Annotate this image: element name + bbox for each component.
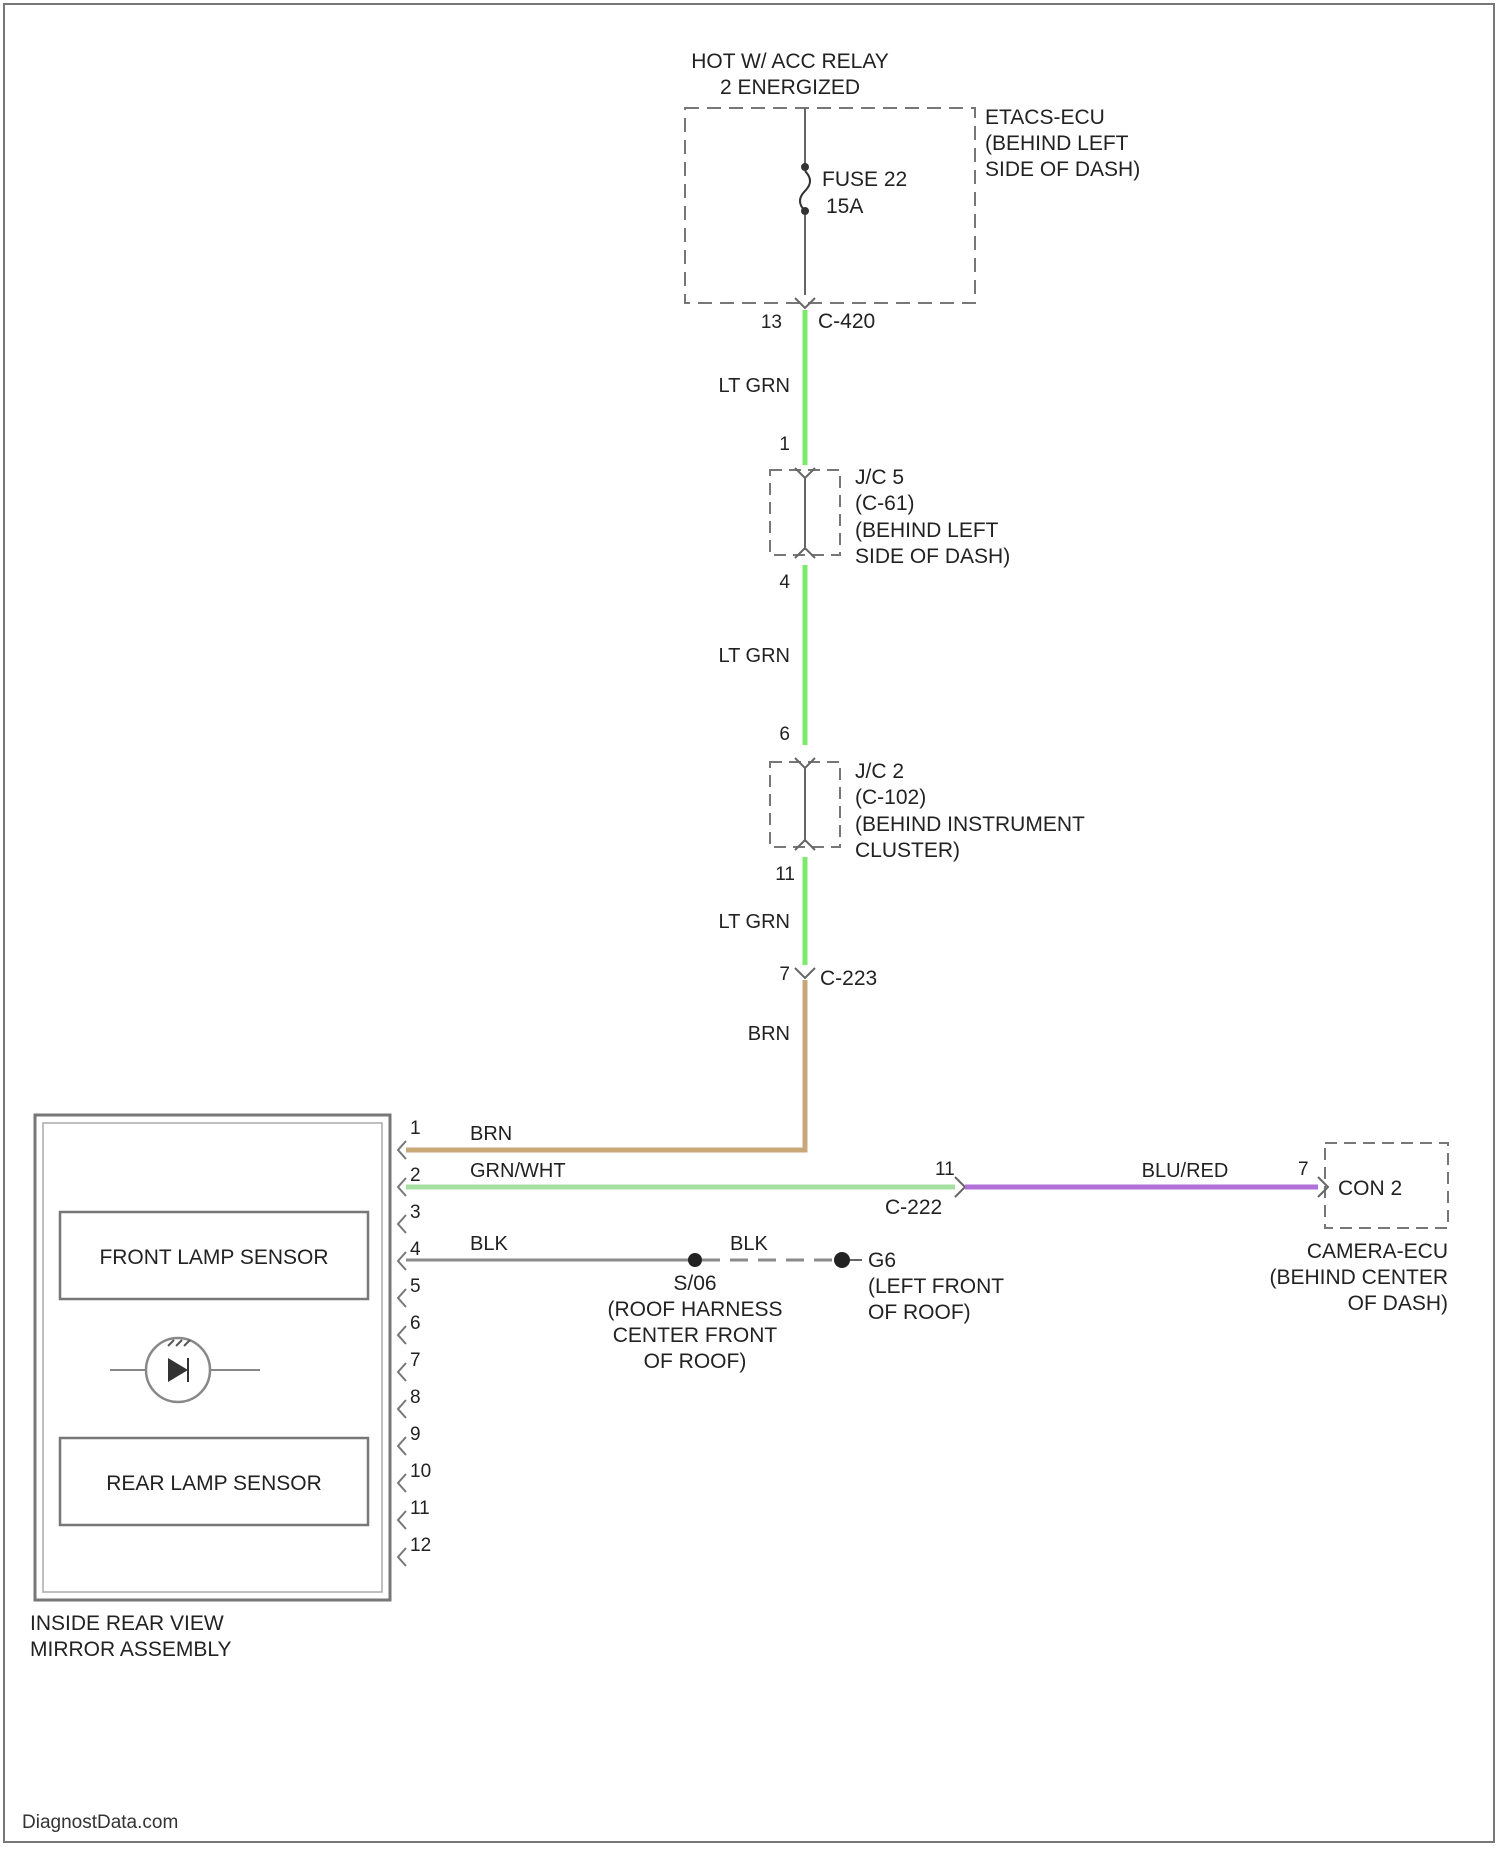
ground-name: G6 — [868, 1249, 896, 1272]
wire-label-lt-grn-2: LT GRN — [719, 645, 791, 667]
site-credit: DiagnostData.com — [22, 1812, 178, 1833]
wire-label-blu-red: BLU/RED — [1142, 1160, 1229, 1182]
jc2-pin-out: 11 — [775, 864, 795, 885]
mirror-pin-number: 8 — [410, 1387, 421, 1408]
mirror-pin-mark — [398, 1548, 406, 1566]
power-source-line2: 2 ENERGIZED — [720, 76, 860, 99]
jc2-line4: CLUSTER) — [855, 839, 960, 862]
mirror-pin-number: 3 — [410, 1202, 421, 1223]
c223-name: C-223 — [820, 967, 877, 990]
mirror-assembly-outer — [35, 1115, 390, 1600]
mirror-pin-mark — [398, 1141, 406, 1159]
camera-ecu-line3: OF DASH) — [1348, 1292, 1448, 1315]
splice-line3: CENTER FRONT — [613, 1324, 778, 1347]
mirror-pin-number: 11 — [410, 1498, 430, 1519]
jc2-line1: J/C 2 — [855, 760, 904, 783]
ground-line3: OF ROOF) — [868, 1301, 971, 1324]
mirror-pin-mark — [398, 1363, 406, 1381]
mirror-pin-mark — [398, 1215, 406, 1233]
mirror-pin-mark — [398, 1289, 406, 1307]
camera-ecu-connector-symbol — [1318, 1177, 1328, 1197]
c420-pin: 13 — [761, 312, 782, 333]
c420-name: C-420 — [818, 310, 875, 333]
mirror-pin-number: 2 — [410, 1165, 421, 1186]
jc2-line2: (C-102) — [855, 786, 926, 809]
mirror-assembly-inner — [43, 1123, 382, 1592]
fuse-name: FUSE 22 — [822, 168, 907, 191]
jc5-line3: (BEHIND LEFT — [855, 519, 999, 542]
mirror-name-line2: MIRROR ASSEMBLY — [30, 1638, 232, 1661]
mirror-pin-mark — [398, 1474, 406, 1492]
splice-dot — [688, 1253, 702, 1267]
etacs-ecu-line3: SIDE OF DASH) — [985, 158, 1140, 181]
mirror-pin-number: 9 — [410, 1424, 421, 1445]
mirror-pin-mark — [398, 1400, 406, 1418]
mirror-pin-number: 4 — [410, 1239, 421, 1260]
wire-brn — [406, 980, 805, 1150]
c222-connector-symbol — [955, 1177, 965, 1197]
jc5-line2: (C-61) — [855, 492, 915, 515]
mirror-pin-mark — [398, 1437, 406, 1455]
camera-ecu-pin: 7 — [1298, 1159, 1309, 1180]
mirror-pin-number: 10 — [410, 1461, 431, 1482]
jc5-line4: SIDE OF DASH) — [855, 545, 1010, 568]
rear-lamp-sensor-label: REAR LAMP SENSOR — [106, 1472, 322, 1495]
mirror-pin-mark — [398, 1252, 406, 1270]
jc5-pin-out: 4 — [779, 572, 790, 593]
splice-name: S/06 — [673, 1272, 716, 1295]
front-lamp-sensor-label: FRONT LAMP SENSOR — [99, 1246, 328, 1269]
fuse-terminal-top — [801, 163, 809, 171]
jc2-pin-in: 6 — [779, 724, 790, 745]
wire-label-brn-1: BRN — [748, 1023, 790, 1045]
c222-name: C-222 — [885, 1196, 942, 1219]
fuse-rating: 15A — [826, 195, 863, 218]
mirror-pin-mark — [398, 1178, 406, 1196]
mirror-pin-mark — [398, 1511, 406, 1529]
mirror-pin-number: 1 — [410, 1118, 421, 1139]
jc2-line3: (BEHIND INSTRUMENT — [855, 813, 1085, 836]
fuse-terminal-bottom — [801, 207, 809, 215]
camera-ecu-line1: CAMERA-ECU — [1307, 1240, 1448, 1263]
jc5-line1: J/C 5 — [855, 466, 904, 489]
power-source-line1: HOT W/ ACC RELAY — [691, 50, 889, 73]
mirror-pin-number: 6 — [410, 1313, 421, 1334]
splice-line4: OF ROOF) — [644, 1350, 747, 1373]
wire-label-brn-2: BRN — [470, 1123, 512, 1145]
ground-symbol — [834, 1252, 850, 1268]
mirror-pin-number: 7 — [410, 1350, 421, 1371]
wire-label-grn-wht: GRN/WHT — [470, 1160, 566, 1182]
ground-line2: (LEFT FRONT — [868, 1275, 1004, 1298]
camera-ecu-connector: CON 2 — [1338, 1177, 1402, 1200]
mirror-name-line1: INSIDE REAR VIEW — [30, 1612, 224, 1635]
c223-pin: 7 — [779, 964, 790, 985]
jc5-pin-in: 1 — [779, 434, 790, 455]
fuse-symbol — [800, 171, 810, 211]
wire-label-lt-grn-3: LT GRN — [719, 911, 791, 933]
c222-pin: 11 — [935, 1159, 955, 1180]
splice-line2: (ROOF HARNESS — [607, 1298, 782, 1321]
wire-label-blk-1: BLK — [470, 1233, 508, 1255]
mirror-pin-number: 5 — [410, 1276, 421, 1297]
c223-connector-symbol — [795, 968, 815, 978]
wire-label-blk-2: BLK — [730, 1233, 768, 1255]
wire-label-lt-grn-1: LT GRN — [719, 375, 791, 397]
etacs-ecu-line2: (BEHIND LEFT — [985, 132, 1129, 155]
mirror-pin-mark — [398, 1326, 406, 1344]
mirror-pin-number: 12 — [410, 1535, 431, 1556]
etacs-ecu-line1: ETACS-ECU — [985, 106, 1105, 129]
camera-ecu-line2: (BEHIND CENTER — [1269, 1266, 1448, 1289]
